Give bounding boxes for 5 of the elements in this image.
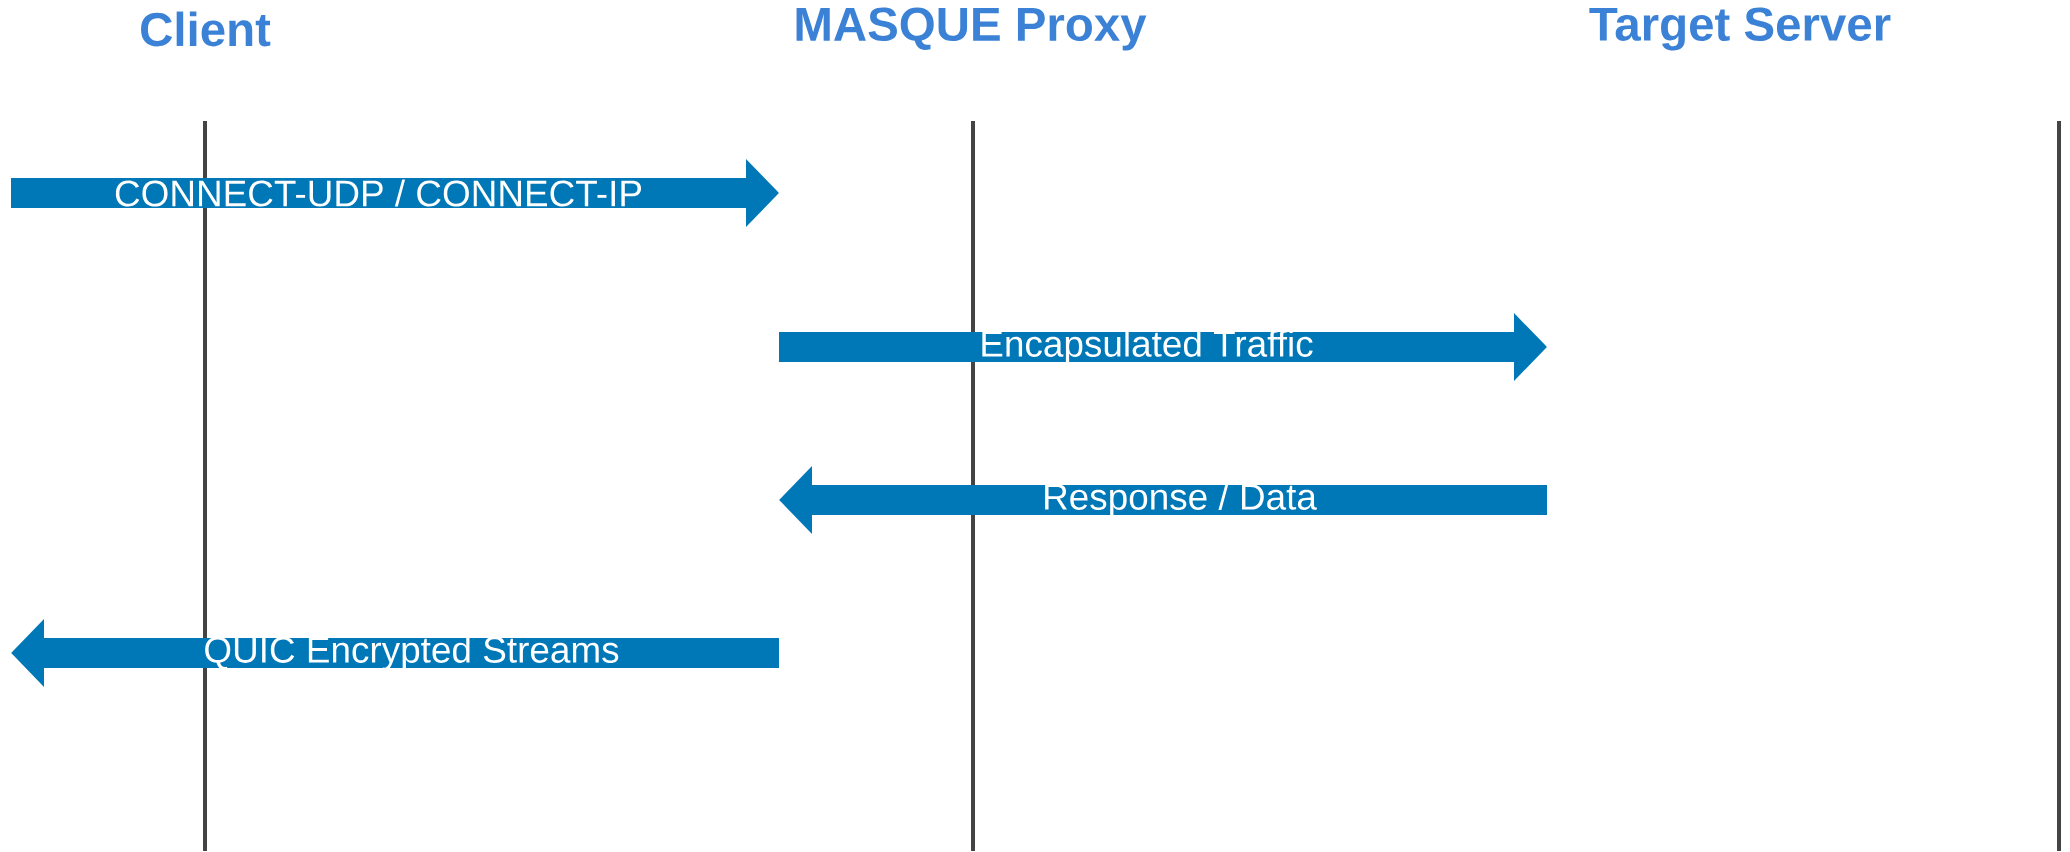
participant-label: Client (141, 11, 271, 47)
participant-label: Target Server (1589, 7, 1891, 51)
node-label: QUIC Encrypted Streams (205, 635, 619, 671)
participant-label: MASQUE Proxy (796, 7, 1147, 51)
node-label: CONNECT-UDP / CONNECT-IP (115, 179, 642, 207)
